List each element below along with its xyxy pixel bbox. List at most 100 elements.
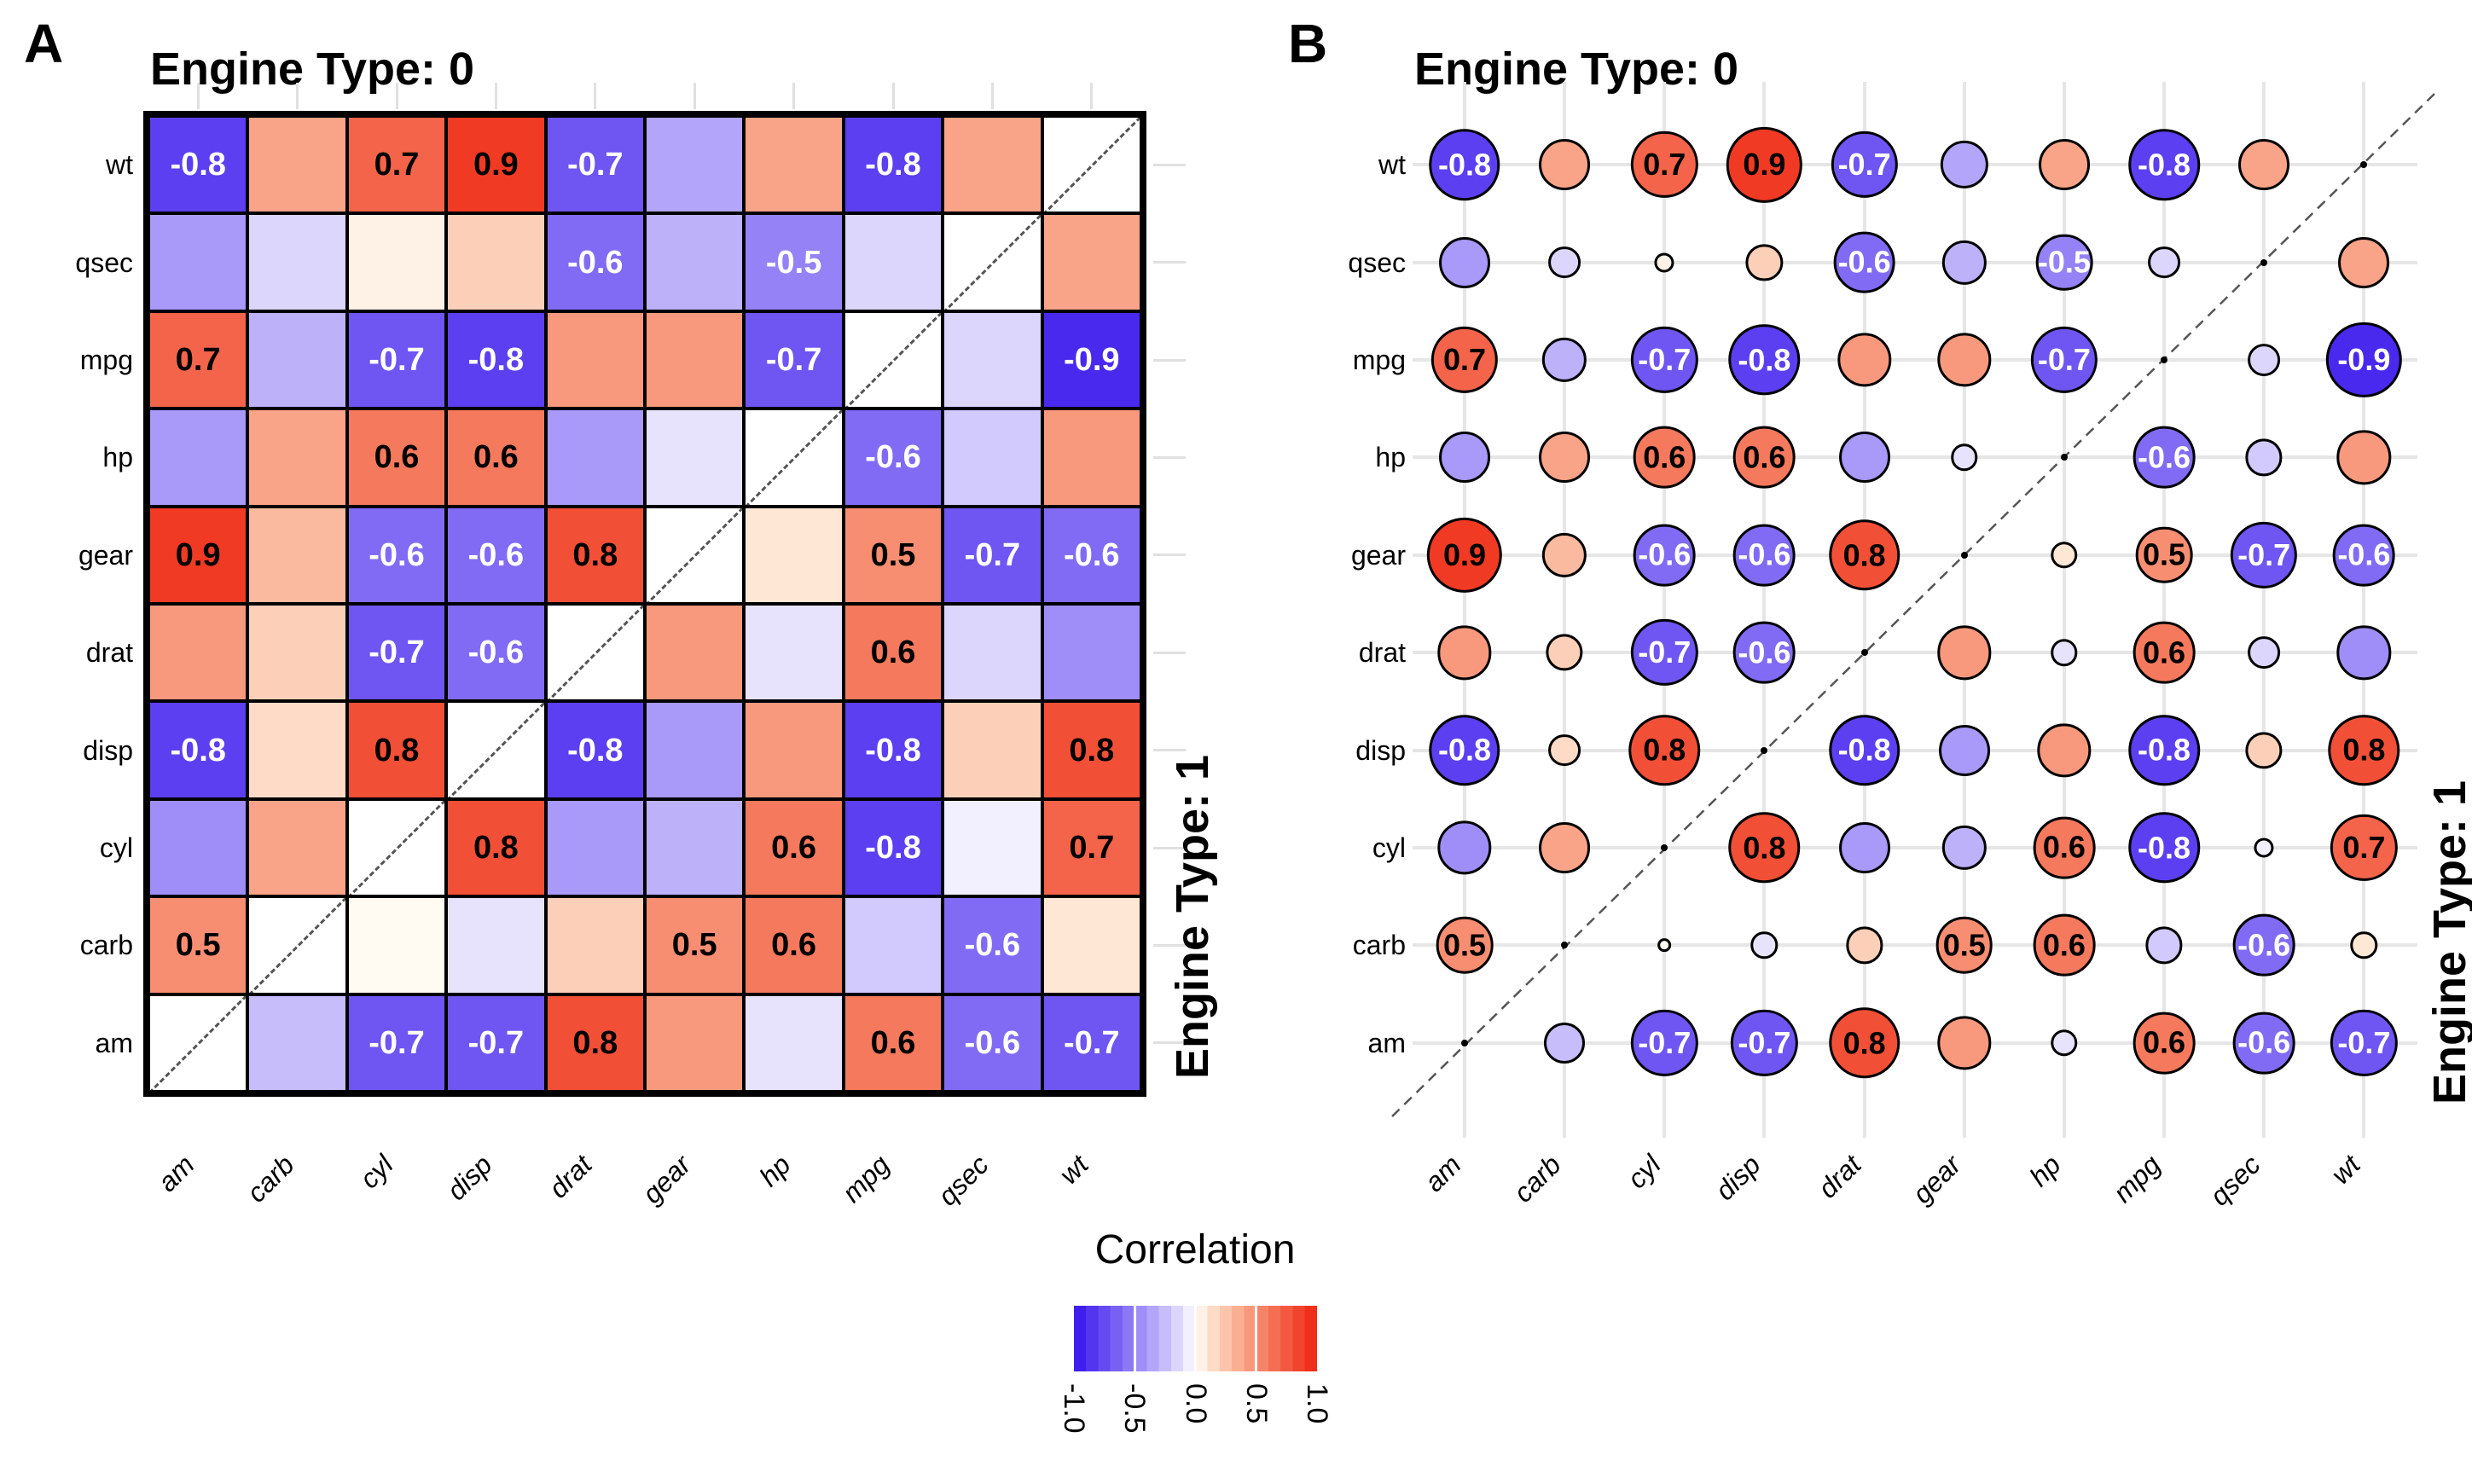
circle-value-label: -0.7 (2037, 341, 2091, 377)
diagonal-dash (647, 507, 743, 602)
circle-drat-cyl: -0.7 (1631, 619, 1698, 687)
cell-value-label: 0.8 (572, 1024, 618, 1061)
diagonal-dot (1960, 551, 1968, 559)
circle-gear-carb (1542, 532, 1587, 577)
circle-mpg-gear (1937, 333, 1992, 387)
cell-qsec-hp: -0.5 (744, 213, 844, 311)
cell-cyl-wt: 0.7 (1042, 798, 1141, 897)
cell-carb-gear: 0.5 (645, 896, 745, 994)
circle-wt-gear (1940, 141, 1988, 189)
panel-b-title: Engine Type: 0 (1414, 43, 1739, 95)
cell-carb-wt (1042, 896, 1141, 994)
cell-value-label: 0.8 (374, 732, 420, 768)
circle-gear-mpg: 0.5 (2135, 526, 2193, 584)
cell-carb-disp (446, 896, 546, 994)
circle-gear-qsec: -0.7 (2231, 521, 2298, 588)
legend-tick-label: 0.5 (1239, 1383, 1273, 1424)
circle-carb-gear: 0.5 (1935, 917, 1993, 974)
cell-hp-hp (744, 409, 844, 507)
cell-wt-cyl: 0.7 (346, 116, 447, 214)
circle-value-label: -0.6 (2138, 439, 2191, 475)
cell-disp-cyl: 0.8 (346, 701, 447, 799)
cell-cyl-mpg: -0.8 (843, 798, 943, 897)
cell-wt-am: -0.8 (148, 116, 248, 214)
cell-gear-drat: 0.8 (545, 506, 645, 604)
circle-value-label: -0.8 (2138, 732, 2191, 768)
x-label-gear: gear (1906, 1149, 1967, 1210)
circle-disp-drat: -0.8 (1828, 714, 1900, 786)
cell-gear-qsec: -0.7 (943, 506, 1042, 604)
cell-wt-carb (247, 116, 347, 214)
y-label-drat: drat (85, 637, 133, 669)
cell-cyl-am (148, 798, 248, 897)
circle-wt-am: -0.8 (1429, 129, 1500, 200)
x-label-cyl: cyl (1621, 1149, 1668, 1195)
circle-disp-cyl: 0.8 (1628, 714, 1701, 786)
diagonal-dot (1860, 649, 1868, 657)
circle-qsec-cyl (1654, 252, 1674, 273)
legend-title: Correlation (1094, 1227, 1296, 1272)
x-label-drat: drat (1811, 1149, 1867, 1204)
x-label-qsec: qsec (2203, 1149, 2266, 1212)
cell-value-label: 0.6 (771, 927, 816, 964)
diagonal-dot (2360, 161, 2368, 169)
cell-value-label: -0.7 (567, 147, 624, 183)
circle-carb-drat (1845, 926, 1883, 965)
circle-gear-wt: -0.6 (2332, 524, 2395, 587)
cell-value-label: -0.8 (170, 732, 226, 768)
circle-value-label: 0.6 (2143, 1024, 2186, 1060)
circle-value-label: 0.6 (1743, 439, 1786, 475)
circle-qsec-hp: -0.5 (2035, 234, 2093, 291)
grid-stub (990, 83, 994, 109)
circle-mpg-disp: -0.8 (1728, 324, 1801, 396)
circle-mpg-carb (1542, 337, 1587, 383)
cell-disp-wt: 0.8 (1042, 701, 1141, 799)
cell-mpg-am: 0.7 (148, 310, 248, 409)
y-label-carb: carb (79, 930, 133, 961)
cell-wt-hp (744, 116, 844, 214)
diagonal-dash (448, 703, 544, 797)
circle-qsec-wt (2338, 236, 2390, 288)
circle-qsec-mpg (2148, 246, 2180, 279)
circle-value-label: 0.7 (2342, 829, 2386, 865)
cell-mpg-cyl: -0.7 (346, 310, 447, 409)
cell-qsec-wt (1042, 213, 1141, 311)
y-label-hp: hp (102, 442, 133, 473)
circle-value-label: -0.8 (1837, 732, 1891, 768)
circle-gear-drat: 0.8 (1828, 519, 1900, 591)
grid-stub (1153, 846, 1186, 849)
circle-qsec-carb (1548, 246, 1581, 279)
circle-value-label: 0.7 (1442, 341, 1487, 377)
x-label-disp: disp (441, 1149, 499, 1207)
circle-carb-cyl (1657, 938, 1672, 953)
circle-cyl-qsec (2254, 838, 2274, 858)
cell-value-label: -0.8 (467, 341, 525, 378)
circle-hp-mpg: -0.6 (2133, 426, 2196, 489)
cell-value-label: 0.7 (175, 341, 221, 378)
circle-am-hp (2051, 1029, 2078, 1057)
panel-a-right-label: Engine Type: 1 (1167, 754, 1218, 1080)
y-label-am: am (1367, 1027, 1406, 1058)
circle-am-cyl: -0.7 (1631, 1009, 1698, 1076)
circle-hp-cyl: 0.6 (1633, 426, 1696, 489)
x-label-wt: wt (2324, 1149, 2367, 1191)
circle-gear-cyl: -0.6 (1633, 524, 1696, 587)
gridline (1563, 82, 1567, 1138)
circle-value-label: -0.7 (1638, 635, 1692, 670)
circle-value-label: 0.8 (1643, 732, 1686, 768)
cell-value-label: 0.6 (870, 635, 916, 671)
circle-drat-wt (2336, 625, 2392, 680)
grid-stub (1153, 554, 1186, 557)
circle-qsec-disp (1745, 243, 1784, 281)
cell-mpg-mpg (843, 310, 943, 409)
circle-value-label: 0.8 (1842, 1024, 1886, 1060)
cell-value-label: -0.8 (170, 147, 226, 183)
diagonal-dash (844, 312, 942, 408)
circle-value-label: -0.6 (2237, 1024, 2291, 1060)
x-label-qsec: qsec (931, 1149, 995, 1212)
y-label-qsec: qsec (75, 246, 133, 278)
grid-stub (1153, 749, 1186, 752)
diagonal-dash (249, 898, 345, 993)
cell-value-label: -0.7 (368, 341, 425, 378)
grid-stub (891, 83, 895, 109)
